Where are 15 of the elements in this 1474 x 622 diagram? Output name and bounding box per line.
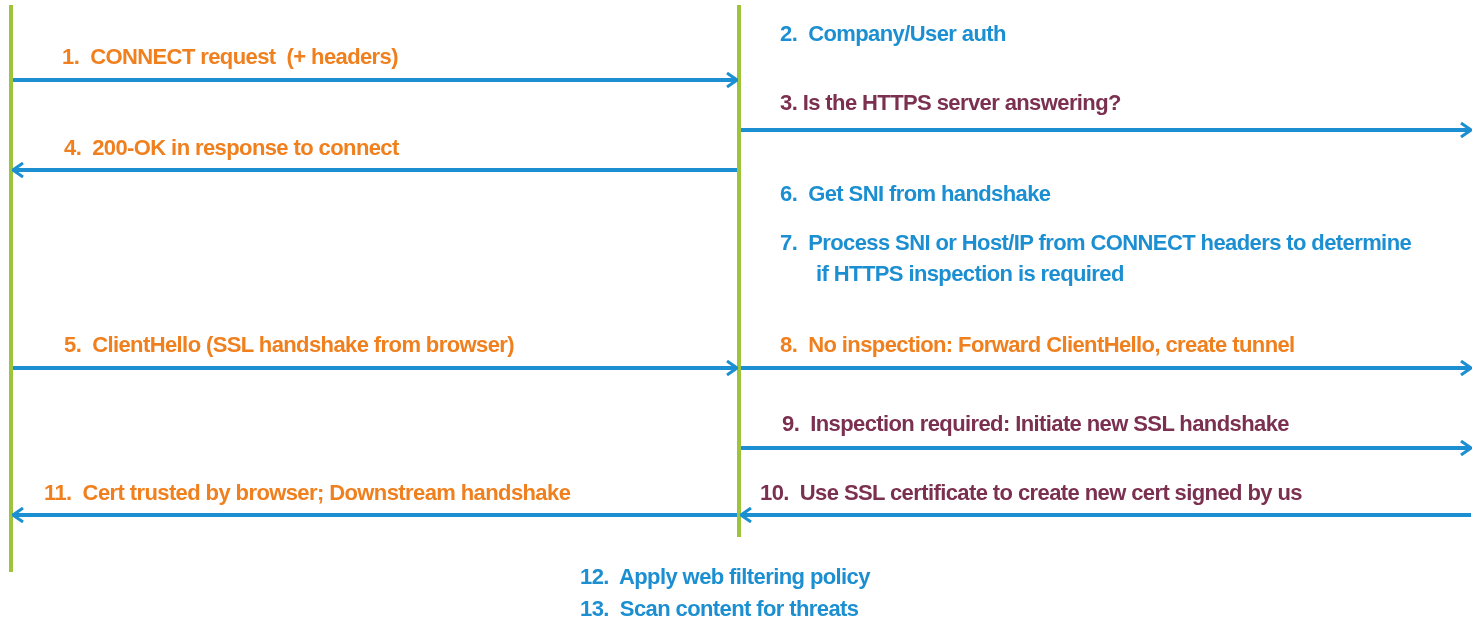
arrow bbox=[11, 161, 737, 179]
arrow bbox=[739, 506, 1471, 524]
step-note: 12. Apply web filtering policy bbox=[580, 562, 870, 591]
step-note: 2. Company/User auth bbox=[780, 19, 1006, 48]
step-note: 13. Scan content for threats bbox=[580, 594, 859, 622]
arrow bbox=[13, 359, 739, 377]
lifeline-bar bbox=[737, 5, 741, 537]
lifeline-bar bbox=[9, 5, 13, 572]
step-note: 6. Get SNI from handshake bbox=[780, 179, 1051, 208]
arrow bbox=[13, 71, 739, 89]
arrow bbox=[741, 359, 1473, 377]
arrow bbox=[741, 439, 1473, 457]
step-note: 7. Process SNI or Host/IP from CONNECT headers to determine if HTTPS inspection is required bbox=[780, 229, 1413, 288]
arrow bbox=[11, 506, 737, 524]
arrow bbox=[741, 121, 1473, 139]
